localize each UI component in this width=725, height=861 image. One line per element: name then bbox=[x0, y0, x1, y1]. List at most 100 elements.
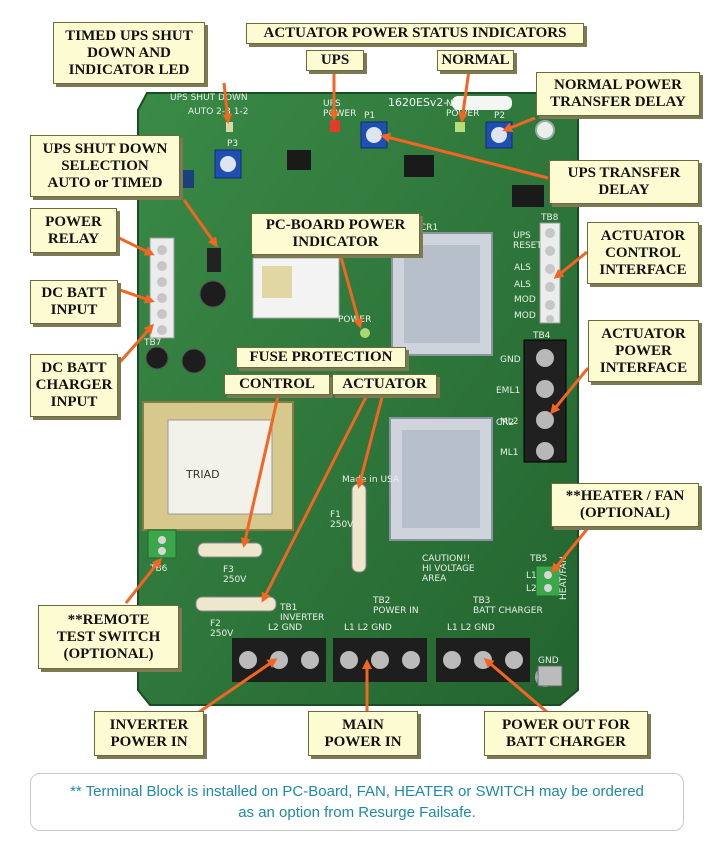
tb7-silk: TB7 bbox=[143, 338, 161, 348]
regulator bbox=[176, 170, 194, 188]
made-in-silk: Made in USA bbox=[342, 475, 400, 485]
capacitor bbox=[199, 280, 227, 308]
svg-text:P2: P2 bbox=[494, 111, 505, 121]
label-timed-ups-shutdown: TIMED UPS SHUT DOWN AND INDICATOR LED bbox=[53, 22, 205, 84]
eml1-silk: EML1 bbox=[496, 386, 520, 396]
label-normal: NORMAL bbox=[437, 50, 514, 71]
normal-power-led bbox=[455, 122, 465, 132]
svg-text:TRIAD: TRIAD bbox=[185, 468, 220, 481]
l1-silk: L1 bbox=[526, 571, 537, 581]
footnote: ** Terminal Block is installed on PC-Boa… bbox=[30, 773, 684, 831]
tb3-pins-silk: L1 L2 GND bbox=[447, 623, 495, 633]
tb1-pins-silk: L2 GND bbox=[268, 623, 302, 633]
label-ups: UPS bbox=[306, 50, 364, 71]
svg-text:AUTO 2-3 1-2: AUTO 2-3 1-2 bbox=[188, 107, 248, 117]
svg-text:P3: P3 bbox=[227, 139, 238, 149]
label-pc-board-power-indicator: PC-BOARD POWER INDICATOR bbox=[251, 213, 420, 255]
arrow-inverter bbox=[188, 658, 278, 721]
board-model-text: 1620ESv2- bbox=[388, 96, 447, 109]
heat-fan-silk: HEAT/FAN bbox=[559, 556, 569, 600]
tb6-connector: TB6 bbox=[147, 529, 177, 574]
svg-text:TB8: TB8 bbox=[540, 213, 559, 223]
label-fuse-protection: FUSE PROTECTION bbox=[236, 347, 406, 368]
label-actuator-control-interface: ACTUATOR CONTROL INTERFACE bbox=[587, 222, 699, 284]
arrow-normal-transfer bbox=[502, 116, 536, 133]
als-silk: ALS bbox=[514, 263, 531, 273]
label-ups-shut-down-selection: UPS SHUT DOWN SELECTION AUTO or TIMED bbox=[30, 135, 180, 197]
label-remote-test-switch: **REMOTE TEST SWITCH (OPTIONAL) bbox=[38, 605, 179, 669]
gnd-bottom-silk: GND bbox=[538, 656, 559, 666]
label-actuator-power-status: ACTUATOR POWER STATUS INDICATORS bbox=[246, 23, 584, 44]
pc-board-power-led bbox=[360, 328, 370, 338]
tb4-power-terminal: TB4 bbox=[523, 331, 567, 463]
als-silk: ALS bbox=[514, 280, 531, 290]
arrow-power-relay bbox=[118, 236, 155, 256]
arrow-actuator-f1 bbox=[355, 396, 384, 489]
svg-text:CR1: CR1 bbox=[420, 223, 438, 233]
ic-chip bbox=[287, 150, 311, 170]
arrow-shut-down-selection bbox=[182, 199, 218, 248]
label-power-out-batt-charger: POWER OUT FOR BATT CHARGER bbox=[484, 711, 648, 756]
relay-cr2: CR2 bbox=[389, 417, 514, 541]
arrow-control bbox=[240, 395, 280, 548]
label-inverter-power-in: INVERTER POWER IN bbox=[94, 711, 204, 756]
ic-chip bbox=[512, 185, 544, 207]
jumper bbox=[207, 248, 221, 272]
label-control: CONTROL bbox=[224, 374, 330, 395]
model-label-sticker bbox=[452, 96, 512, 110]
arrow-timed-ups bbox=[222, 82, 233, 124]
transformer: TRIAD bbox=[142, 401, 294, 531]
ml1-silk: ML1 bbox=[500, 448, 519, 458]
arrow-control-interface bbox=[553, 250, 588, 279]
left-connector-strip bbox=[149, 237, 175, 339]
ml2-silk: ML2 bbox=[500, 417, 519, 427]
arrow-heater-fan bbox=[551, 527, 590, 574]
mod-silk: MOD bbox=[514, 295, 536, 305]
timed-ups-led bbox=[226, 122, 233, 132]
bridge-rectifier bbox=[145, 346, 169, 370]
label-actuator: ACTUATOR bbox=[332, 374, 437, 395]
capacitor bbox=[181, 348, 207, 374]
relay-cr1: CR1 bbox=[391, 223, 493, 356]
arrow-normal bbox=[458, 69, 471, 123]
gnd-silk: GND bbox=[500, 355, 521, 365]
ups-power-led bbox=[330, 120, 340, 132]
l2-silk: L2 bbox=[526, 584, 537, 594]
svg-text:P1: P1 bbox=[364, 111, 375, 121]
arrow-pc-board-power bbox=[339, 256, 363, 329]
potentiometer-p3: P3 bbox=[214, 139, 242, 179]
arrow-remote-test bbox=[124, 557, 162, 604]
ic-chip bbox=[404, 155, 434, 177]
arrow-dc-batt bbox=[119, 288, 155, 304]
label-power-relay: POWER RELAY bbox=[30, 208, 117, 253]
bottom-terminal-blocks bbox=[232, 638, 563, 687]
arrow-batt-charger bbox=[483, 658, 548, 714]
power-silk: POWER bbox=[338, 315, 371, 325]
arrow-ups-transfer bbox=[380, 132, 549, 180]
label-main-power-in: MAIN POWER IN bbox=[308, 711, 418, 756]
arrow-actuator-f2 bbox=[261, 396, 368, 603]
label-normal-power-transfer-delay: NORMAL POWER TRANSFER DELAY bbox=[536, 72, 700, 116]
label-dc-batt-input: DC BATT INPUT bbox=[30, 280, 118, 324]
label-heater-fan: **HEATER / FAN (OPTIONAL) bbox=[551, 483, 699, 527]
tb2-pins-silk: L1 L2 GND bbox=[344, 623, 392, 633]
arrow-power-interface bbox=[550, 367, 590, 415]
svg-text:CR2: CR2 bbox=[496, 418, 514, 428]
tb8-control-connector: TB8 bbox=[539, 213, 561, 324]
svg-text:TB6: TB6 bbox=[149, 564, 168, 574]
label-actuator-power-interface: ACTUATOR POWER INTERFACE bbox=[588, 320, 699, 382]
svg-text:TB4: TB4 bbox=[532, 331, 551, 341]
label-ups-transfer-delay: UPS TRANSFER DELAY bbox=[549, 160, 699, 204]
arrow-dc-charger bbox=[118, 323, 154, 363]
